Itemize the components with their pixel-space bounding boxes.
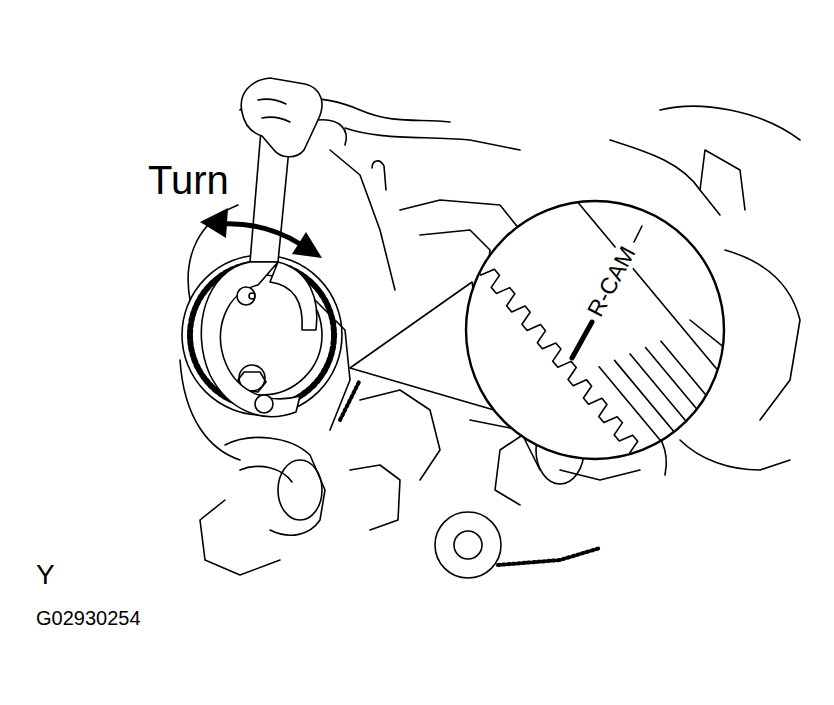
line-art	[700, 150, 745, 210]
line-art	[278, 460, 322, 520]
line-art	[660, 106, 800, 140]
figure-code: G02930254	[36, 607, 141, 629]
line-art	[200, 500, 280, 575]
hand	[241, 78, 346, 157]
line-art	[350, 465, 400, 530]
engine-body	[180, 98, 800, 480]
line-art	[495, 430, 530, 505]
line-art	[225, 437, 325, 535]
line-art	[646, 348, 764, 490]
line-art	[372, 161, 386, 190]
line-art	[249, 293, 255, 299]
line-art	[345, 128, 520, 150]
line-art	[599, 367, 727, 521]
line-art	[634, 226, 642, 242]
timing-belt	[331, 18, 808, 556]
line-art	[680, 440, 790, 470]
line-art	[330, 150, 395, 290]
line-art	[725, 250, 800, 420]
line-art	[318, 120, 346, 145]
turn-arrow	[200, 208, 322, 258]
line-art	[661, 341, 776, 479]
line-art	[454, 531, 482, 559]
line-art	[424, 18, 795, 464]
line-art	[262, 117, 290, 122]
line-art	[435, 512, 501, 578]
line-art	[237, 287, 255, 305]
line-art	[222, 224, 300, 244]
line-art	[331, 86, 726, 556]
line-art	[270, 262, 317, 330]
line-art	[241, 78, 322, 157]
line-art	[466, 201, 724, 459]
line-art	[340, 380, 360, 420]
action-label: Turn	[148, 158, 229, 202]
line-art	[292, 232, 322, 258]
line-art	[200, 208, 228, 238]
line-art	[498, 548, 600, 565]
line-art	[615, 360, 740, 510]
line-art	[255, 395, 273, 413]
line-art	[331, 18, 808, 556]
line-art	[640, 160, 760, 260]
line-art	[258, 99, 286, 104]
view-letter: Y	[36, 560, 55, 591]
line-art	[690, 320, 740, 360]
timing-mark	[572, 322, 592, 358]
magnified-view	[331, 18, 808, 556]
